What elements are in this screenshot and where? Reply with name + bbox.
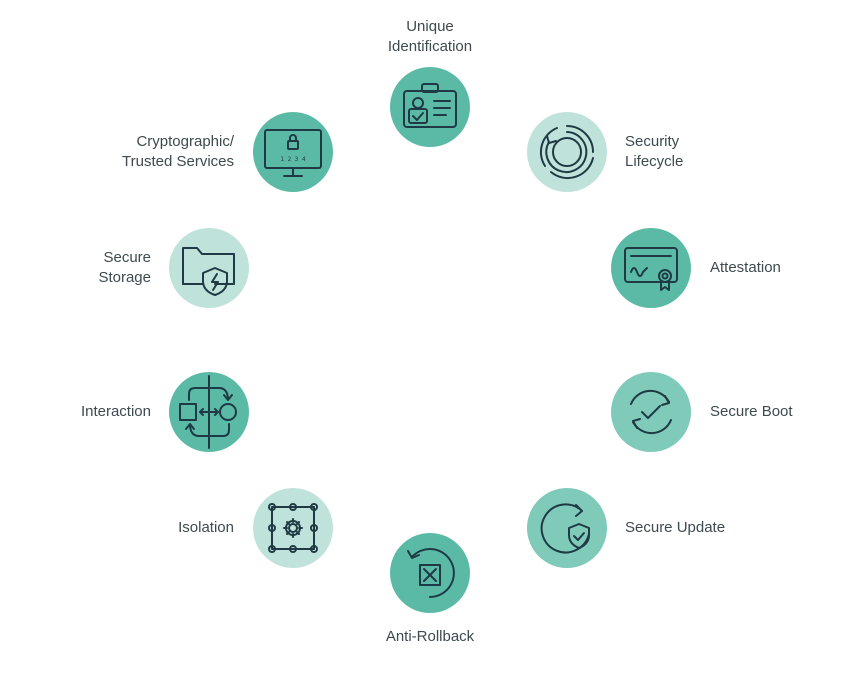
label-security-lifecycle: Security Lifecycle: [625, 133, 684, 170]
node-security-lifecycle: [527, 112, 607, 192]
label-secure-update: Secure Update: [625, 519, 726, 536]
pin-digits: 1 2 3 4: [280, 156, 306, 163]
node-cryptographic-services: 1 2 3 4: [253, 112, 333, 192]
node-isolation: [253, 488, 333, 568]
gear-grid-icon: [268, 503, 318, 553]
rollback-box-icon: [407, 548, 455, 598]
label-attestation: Attestation: [710, 259, 781, 276]
refresh-check-icon: [630, 389, 672, 435]
node-anti-rollback: [390, 533, 470, 613]
folder-shield-icon: [182, 247, 235, 296]
label-secure-boot: Secure Boot: [710, 403, 793, 420]
label-unique-identification: Unique Identification: [387, 18, 473, 55]
node-attestation: [611, 228, 691, 308]
lifecycle-icon: [539, 125, 594, 179]
label-anti-rollback: Anti-Rollback: [385, 628, 475, 645]
label-secure-storage: Secure Storage: [98, 249, 151, 286]
node-secure-update: [527, 488, 607, 568]
monitor-lock-icon: 1 2 3 4: [264, 129, 322, 177]
interaction-icon: [179, 375, 237, 449]
certificate-icon: [624, 247, 678, 291]
node-secure-storage: [169, 228, 249, 308]
label-interaction: Interaction: [80, 403, 151, 420]
label-isolation: Isolation: [178, 519, 234, 536]
id-badge-icon: [403, 83, 457, 128]
node-secure-boot: [611, 372, 691, 452]
node-interaction: [169, 372, 249, 452]
label-cryptographic-services: Cryptographic/ Trusted Services: [122, 133, 234, 170]
update-shield-icon: [540, 503, 590, 554]
node-unique-identification: [390, 67, 470, 147]
